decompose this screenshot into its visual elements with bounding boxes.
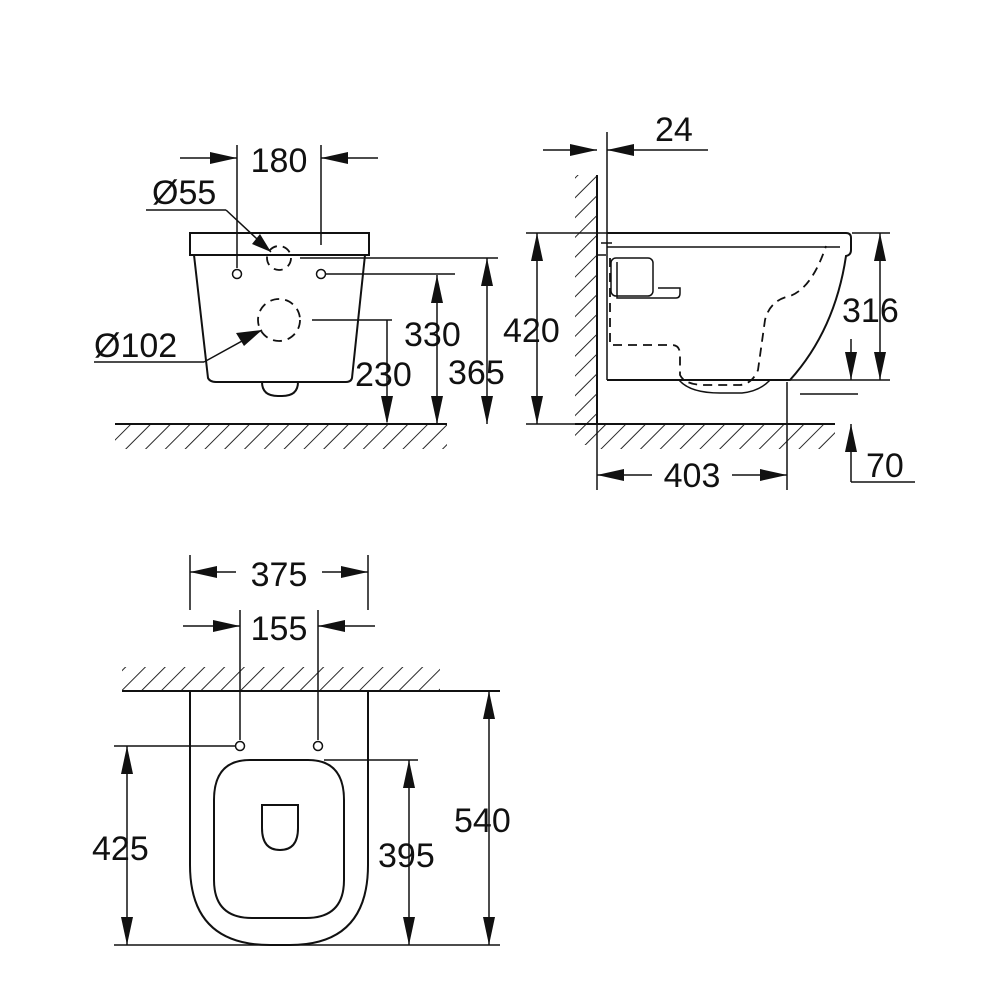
dim-dia-55: Ø55 — [146, 174, 272, 253]
dim-316-label: 316 — [842, 292, 899, 330]
fixing-hole-left — [231, 268, 243, 280]
dim-375: 375 — [189, 555, 369, 610]
dim-dia-55-label: Ø55 — [152, 174, 216, 212]
dim-395-label: 395 — [378, 837, 435, 875]
dim-155: 155 — [183, 610, 375, 740]
bowl-front-outline — [189, 232, 370, 397]
dim-316: 316 — [842, 232, 899, 381]
dim-330-label: 330 — [404, 316, 461, 354]
dim-403-label: 403 — [664, 457, 721, 495]
side-view: 24 420 316 70 — [503, 111, 915, 495]
dim-70: 70 — [800, 339, 915, 485]
dim-365: 365 — [448, 258, 505, 424]
dim-180: 180 — [180, 142, 378, 268]
dim-24: 24 — [543, 111, 708, 156]
dim-540: 540 — [454, 691, 511, 945]
dim-425-label: 425 — [92, 830, 149, 868]
dim-70-label: 70 — [866, 447, 904, 485]
top-view: 375 155 425 395 — [92, 555, 511, 946]
dim-425: 425 — [92, 746, 149, 945]
dim-155-label: 155 — [251, 610, 308, 648]
inlet-55 — [266, 245, 292, 271]
dim-330: 330 — [404, 275, 461, 424]
top-wall-hatch — [122, 667, 440, 691]
bowl-side-outline — [598, 232, 858, 490]
top-fixing-hole-left — [234, 740, 246, 752]
dim-540-label: 540 — [454, 802, 511, 840]
dim-24-label: 24 — [655, 111, 693, 149]
dim-420: 420 — [503, 232, 607, 425]
bowl-top-outline — [189, 691, 369, 946]
dim-dia-102-label: Ø102 — [94, 327, 177, 365]
dim-420-label: 420 — [503, 312, 560, 350]
dim-375-label: 375 — [251, 556, 308, 594]
dim-230: 230 — [355, 320, 412, 424]
front-view: 180 Ø55 Ø102 230 — [94, 142, 505, 449]
top-fixing-hole-right — [312, 740, 324, 752]
dim-dia-102: Ø102 — [94, 327, 263, 365]
wall-hatch — [575, 175, 597, 445]
dim-230-label: 230 — [355, 356, 412, 394]
floor-hatch — [115, 425, 447, 449]
outlet-102 — [257, 298, 301, 342]
dim-365-label: 365 — [448, 354, 505, 392]
dim-180-label: 180 — [251, 142, 308, 180]
dim-395: 395 — [378, 760, 435, 945]
dim-403: 403 — [596, 424, 787, 495]
fixing-hole-right — [315, 268, 327, 280]
side-floor-hatch — [597, 425, 835, 449]
